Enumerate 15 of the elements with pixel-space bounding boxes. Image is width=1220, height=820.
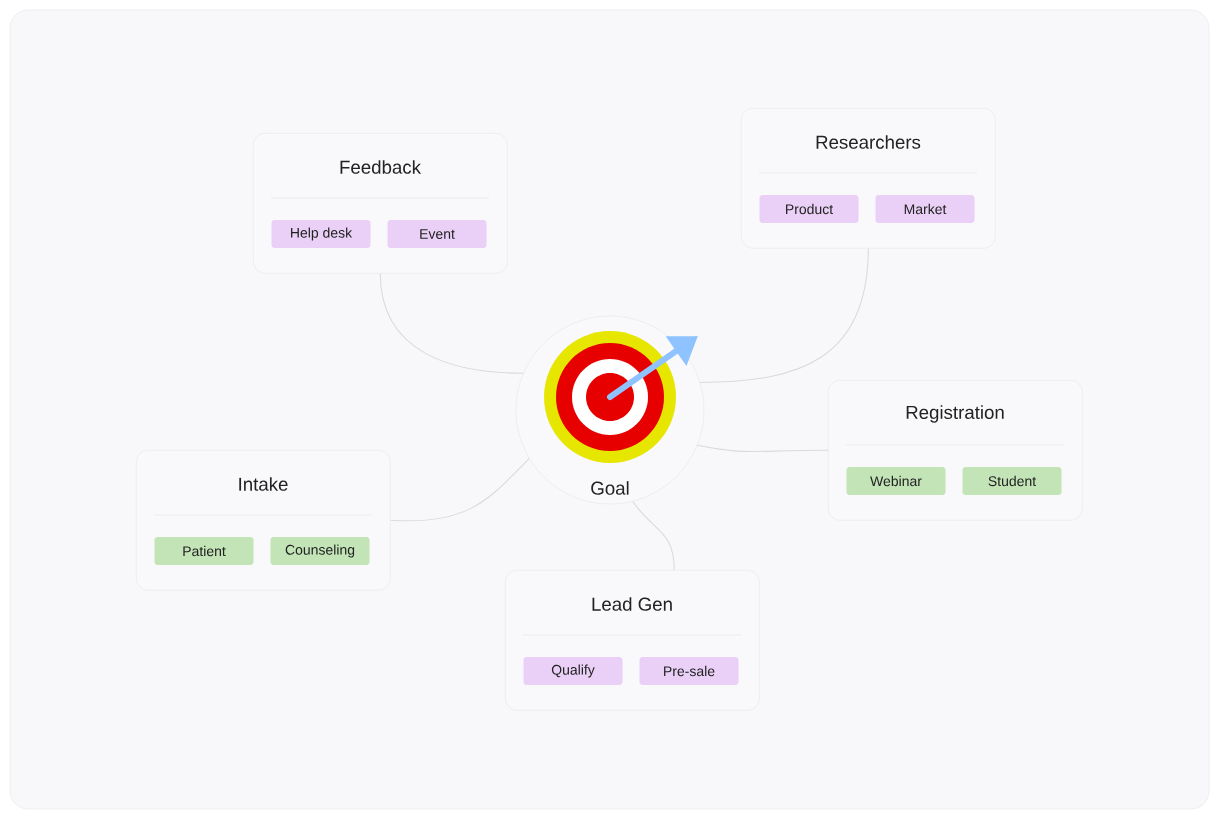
connector-line bbox=[390, 458, 530, 522]
tag-chip: Event bbox=[387, 220, 487, 248]
tag-chip: Qualify bbox=[523, 657, 623, 685]
connector-line bbox=[699, 248, 869, 383]
tag-chip: Patient bbox=[154, 537, 254, 565]
tag-chip: Market bbox=[875, 195, 975, 223]
connector-line bbox=[379, 273, 524, 374]
connector-line bbox=[696, 444, 829, 453]
tag-chip: Help desk bbox=[271, 220, 371, 248]
tag-chip: Product bbox=[759, 195, 859, 223]
tag-chip: Pre-sale bbox=[639, 657, 739, 685]
connector-line bbox=[632, 500, 675, 571]
tag-chip: Counseling bbox=[270, 537, 370, 565]
tag-chip: Webinar bbox=[846, 467, 946, 495]
tag-chip: Student bbox=[962, 467, 1062, 495]
